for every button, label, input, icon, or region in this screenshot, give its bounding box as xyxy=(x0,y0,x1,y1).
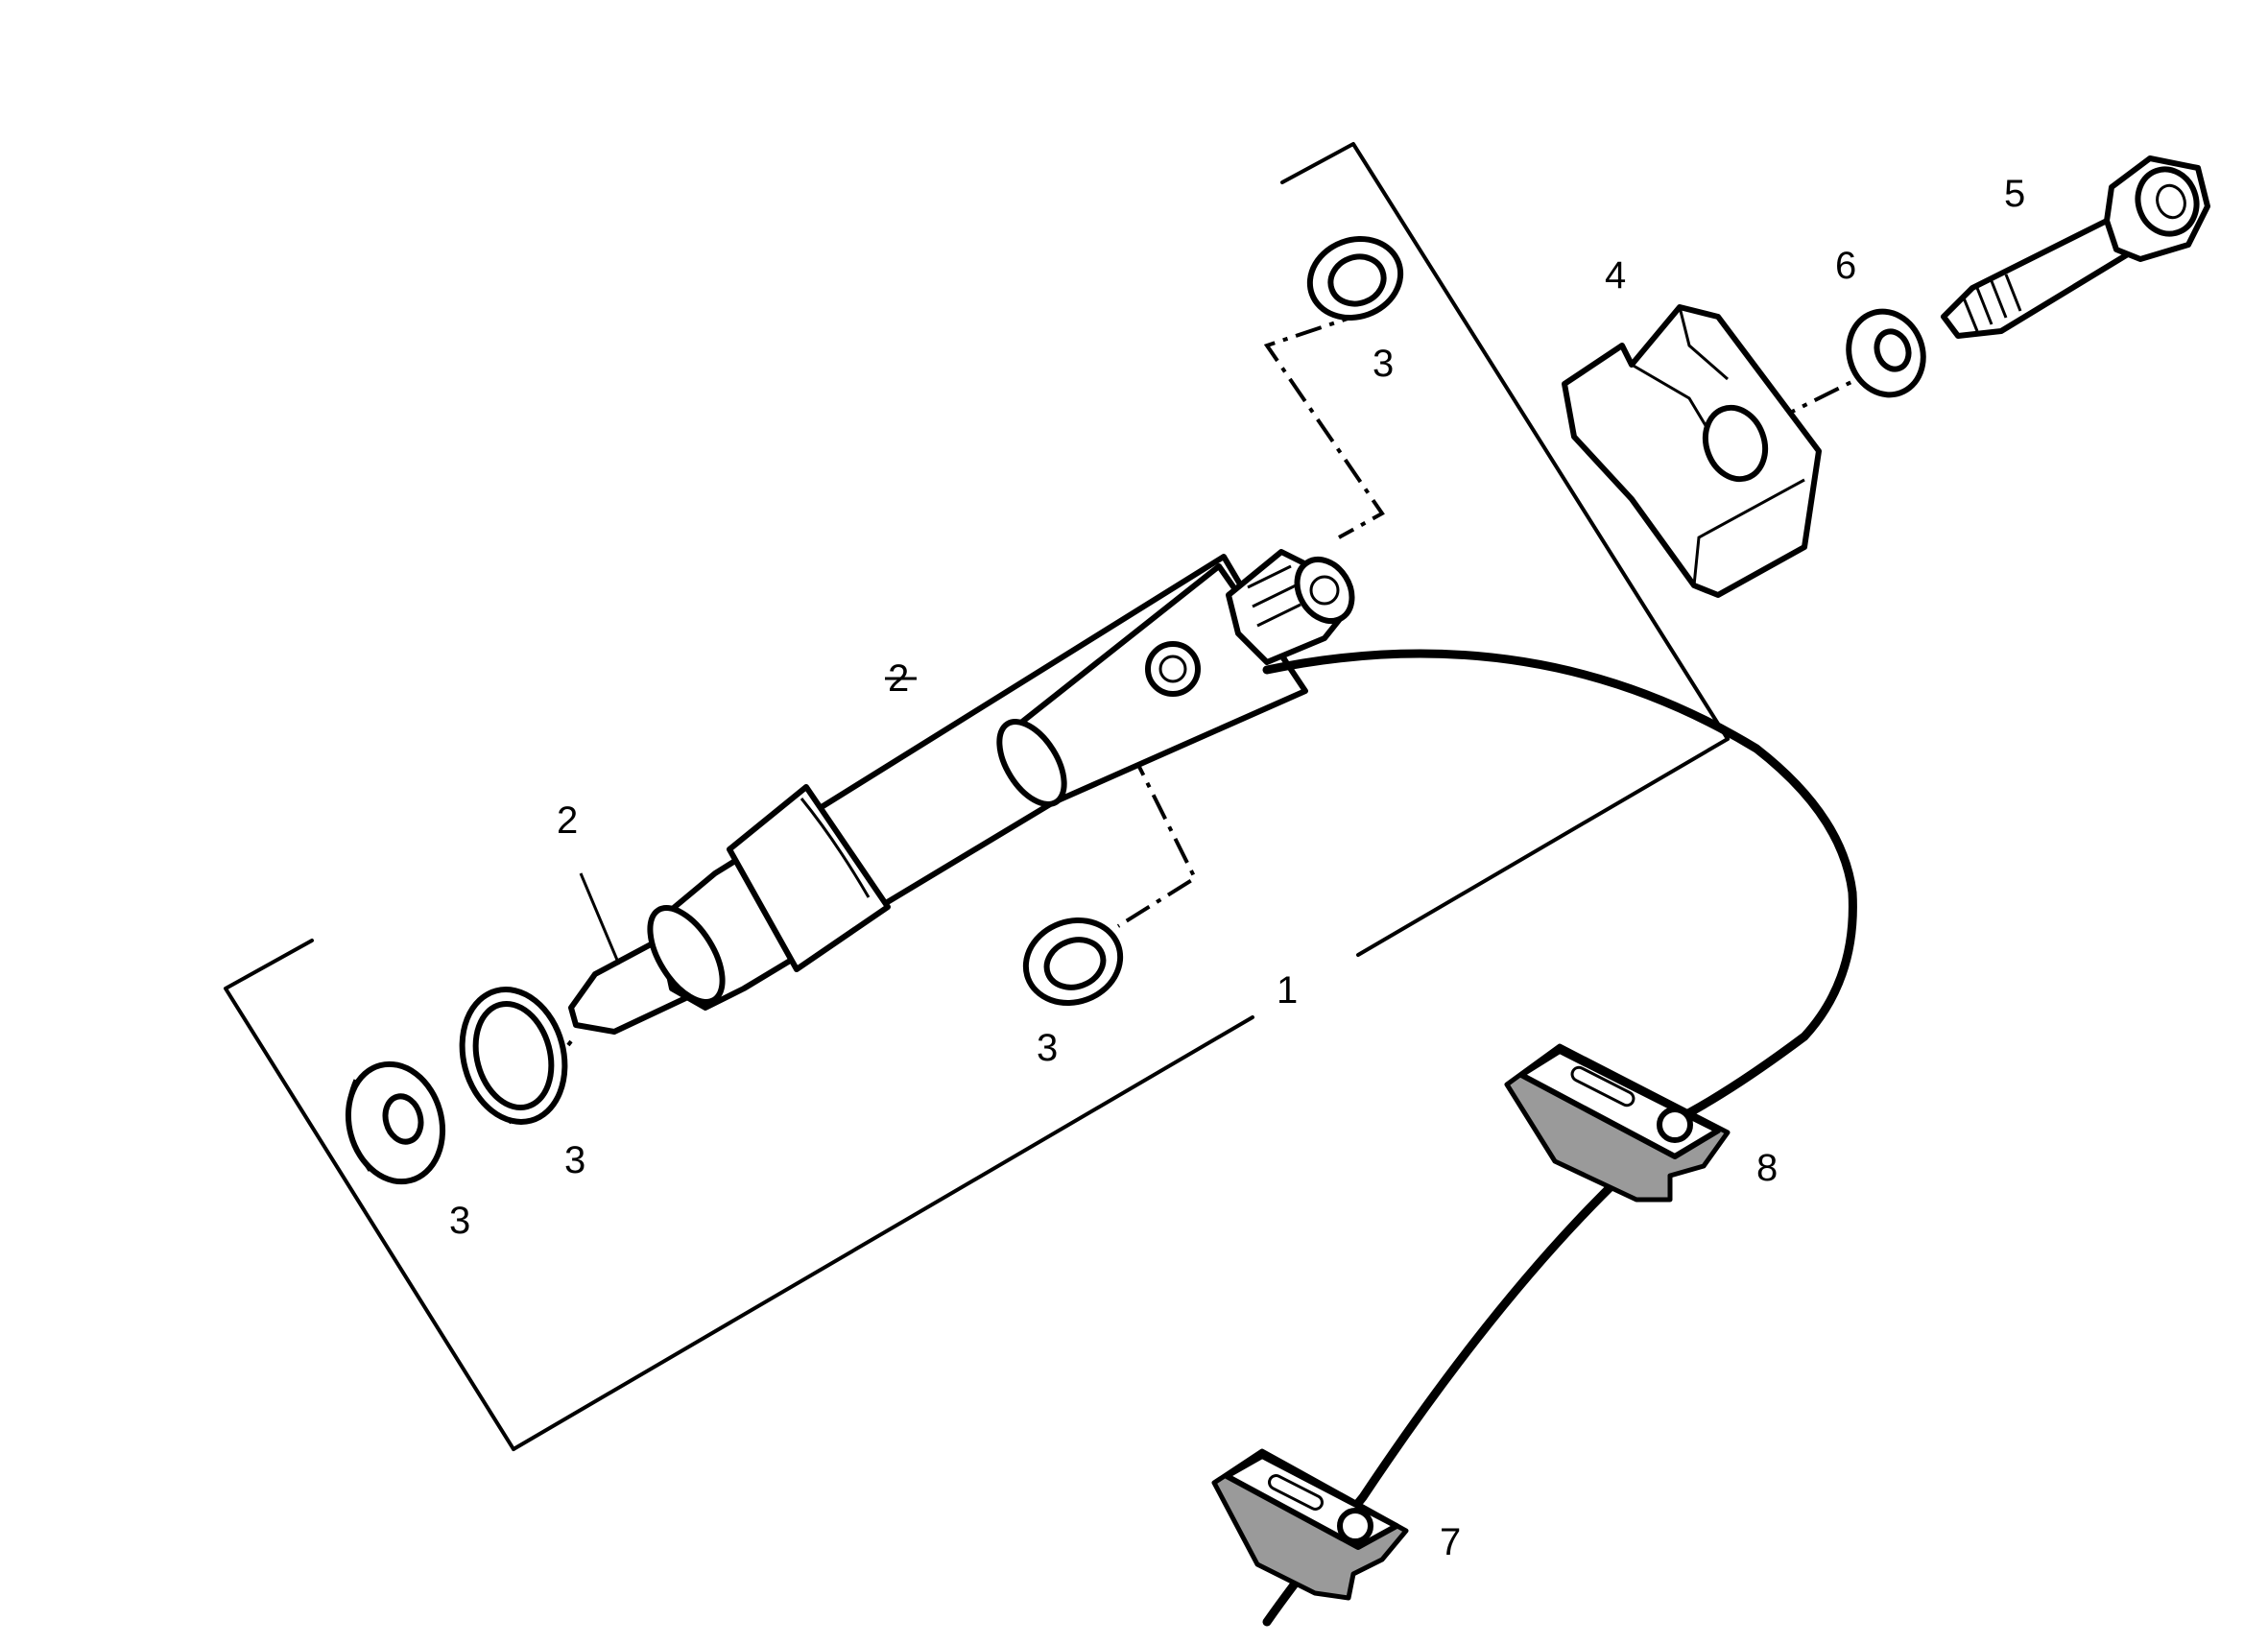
callout-7: 7 xyxy=(1440,1521,1461,1563)
callout-3-ring: 3 xyxy=(564,1139,585,1181)
washer-middle xyxy=(1022,917,1124,1007)
washer-left xyxy=(345,1060,446,1185)
callout-5: 5 xyxy=(2004,173,2025,215)
callout-3-middle: 3 xyxy=(1037,1027,1058,1069)
callout-8: 8 xyxy=(1756,1147,1778,1189)
callout-1: 1 xyxy=(1277,969,1298,1012)
clip-lower xyxy=(1211,1448,1409,1601)
fuel-inlet-port xyxy=(1145,641,1201,697)
callout-labels: 1 2 2 3 3 3 3 4 5 6 7 8 xyxy=(449,173,2025,1563)
washer-bolt xyxy=(1846,308,1926,398)
bolt xyxy=(1941,155,2210,339)
assembly-bracket xyxy=(224,142,1730,1451)
clamp xyxy=(1562,304,1822,598)
ring-left xyxy=(459,987,568,1125)
washer-top xyxy=(1306,235,1404,322)
fuel-pipe-upper xyxy=(1262,649,1857,1128)
callout-2-nozzle: 2 xyxy=(557,799,578,842)
callout-3-washer-left: 3 xyxy=(449,1200,470,1242)
injector xyxy=(568,549,1355,1035)
callout-6: 6 xyxy=(1835,245,1856,287)
clip-upper xyxy=(1504,1043,1731,1203)
callout-3-top: 3 xyxy=(1373,343,1394,385)
injector-barrel xyxy=(727,784,891,972)
callout-4: 4 xyxy=(1605,254,1626,297)
